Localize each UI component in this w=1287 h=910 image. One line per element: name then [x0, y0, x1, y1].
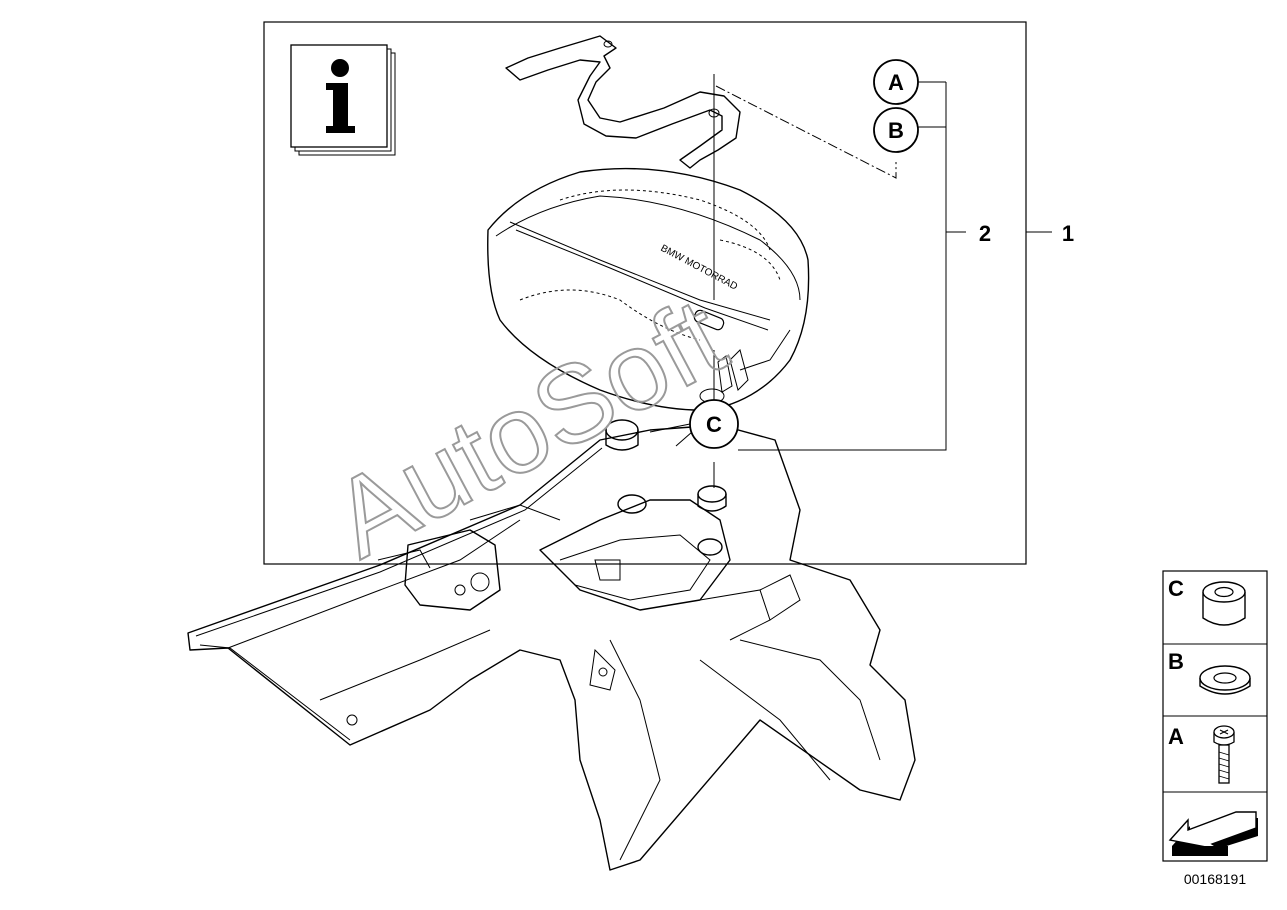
washer-icon — [1199, 665, 1251, 695]
legend-row-b: B — [1168, 649, 1251, 695]
legend-row-a: A — [1168, 724, 1235, 784]
rear-frame-drawing — [187, 419, 916, 871]
callout-c: C — [649, 399, 739, 449]
mounting-bracket-drawing — [505, 35, 741, 169]
info-icon — [290, 44, 396, 156]
svg-text:B: B — [888, 118, 904, 143]
svg-text:C: C — [1168, 576, 1184, 601]
callout-b: B — [873, 107, 946, 153]
detail-frame — [263, 21, 1027, 565]
svg-text:B: B — [1168, 649, 1184, 674]
callout-2: 2 — [979, 221, 991, 246]
svg-text:A: A — [888, 70, 904, 95]
callout-1: 1 — [1062, 221, 1074, 246]
svg-text:A: A — [1168, 724, 1184, 749]
navigation-arrow-icon — [1168, 811, 1258, 856]
legend-row-c: C — [1168, 576, 1246, 626]
spacer-sleeve-icon — [1202, 581, 1246, 626]
callout-a: A — [873, 59, 946, 105]
svg-text:C: C — [706, 412, 722, 437]
parts-legend: C B A — [1162, 570, 1268, 862]
screw-icon — [1213, 725, 1235, 784]
drawing-number: 00168191 — [1184, 871, 1247, 887]
